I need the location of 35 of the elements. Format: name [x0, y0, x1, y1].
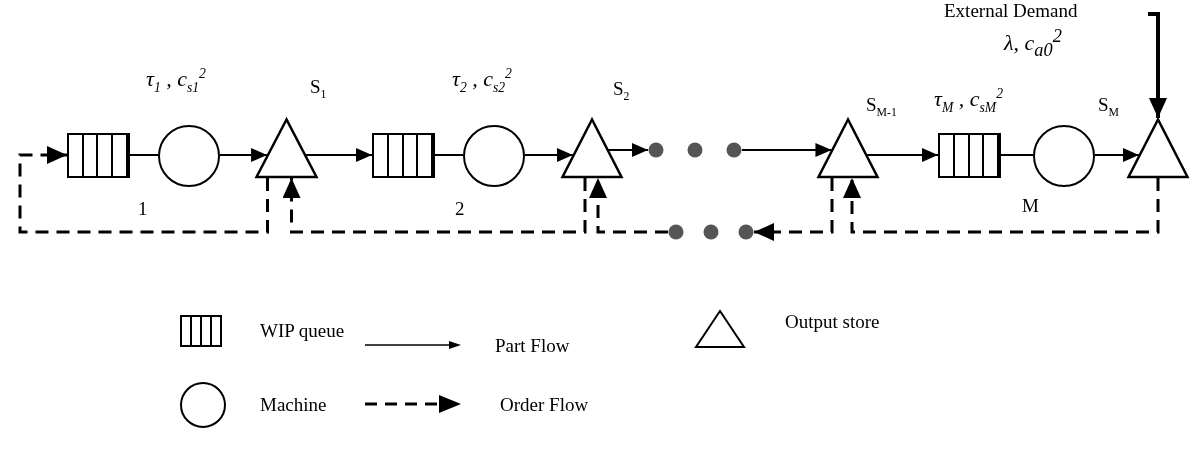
legend-text: Machine [260, 394, 327, 416]
stage-number: 1 [138, 198, 148, 220]
arrow [866, 148, 939, 162]
stage-number: 2 [455, 198, 465, 220]
arrow [741, 143, 833, 157]
arrow [1094, 148, 1140, 162]
ellipsis-dots [648, 142, 742, 158]
store-label: S$_{M}$ [1098, 94, 1120, 120]
queue-box [67, 133, 130, 178]
connector-line [129, 154, 159, 156]
store-label: S$_{M-1}$ [866, 94, 897, 120]
legend-text: Order Flow [500, 394, 589, 416]
legend-text: WIP queue [260, 320, 345, 342]
connector-line [1000, 154, 1034, 156]
legend-text: Part Flow [495, 335, 570, 357]
dashed-arrow [282, 178, 587, 234]
connector-line [434, 154, 464, 156]
store-triangle [255, 118, 318, 178]
dashed-arrow [589, 178, 668, 234]
dashed-arrow [843, 178, 1160, 234]
store-label: S$_{1}$ [310, 76, 327, 102]
demand-label: External Demand [944, 0, 1078, 22]
arrow [524, 148, 574, 162]
queue-box [372, 133, 435, 178]
stage-number: M [1022, 195, 1039, 217]
queue-box [938, 133, 1001, 178]
legend-text: Output store [785, 311, 880, 333]
store-triangle [1127, 118, 1189, 178]
store-triangle [561, 118, 623, 178]
store-label: S$_{2}$ [613, 78, 630, 104]
ellipsis-dots [668, 224, 754, 240]
store-triangle [817, 118, 879, 178]
dashed-arrow [754, 178, 834, 241]
dashed-arrow [18, 146, 269, 234]
arrow [1148, 12, 1167, 118]
